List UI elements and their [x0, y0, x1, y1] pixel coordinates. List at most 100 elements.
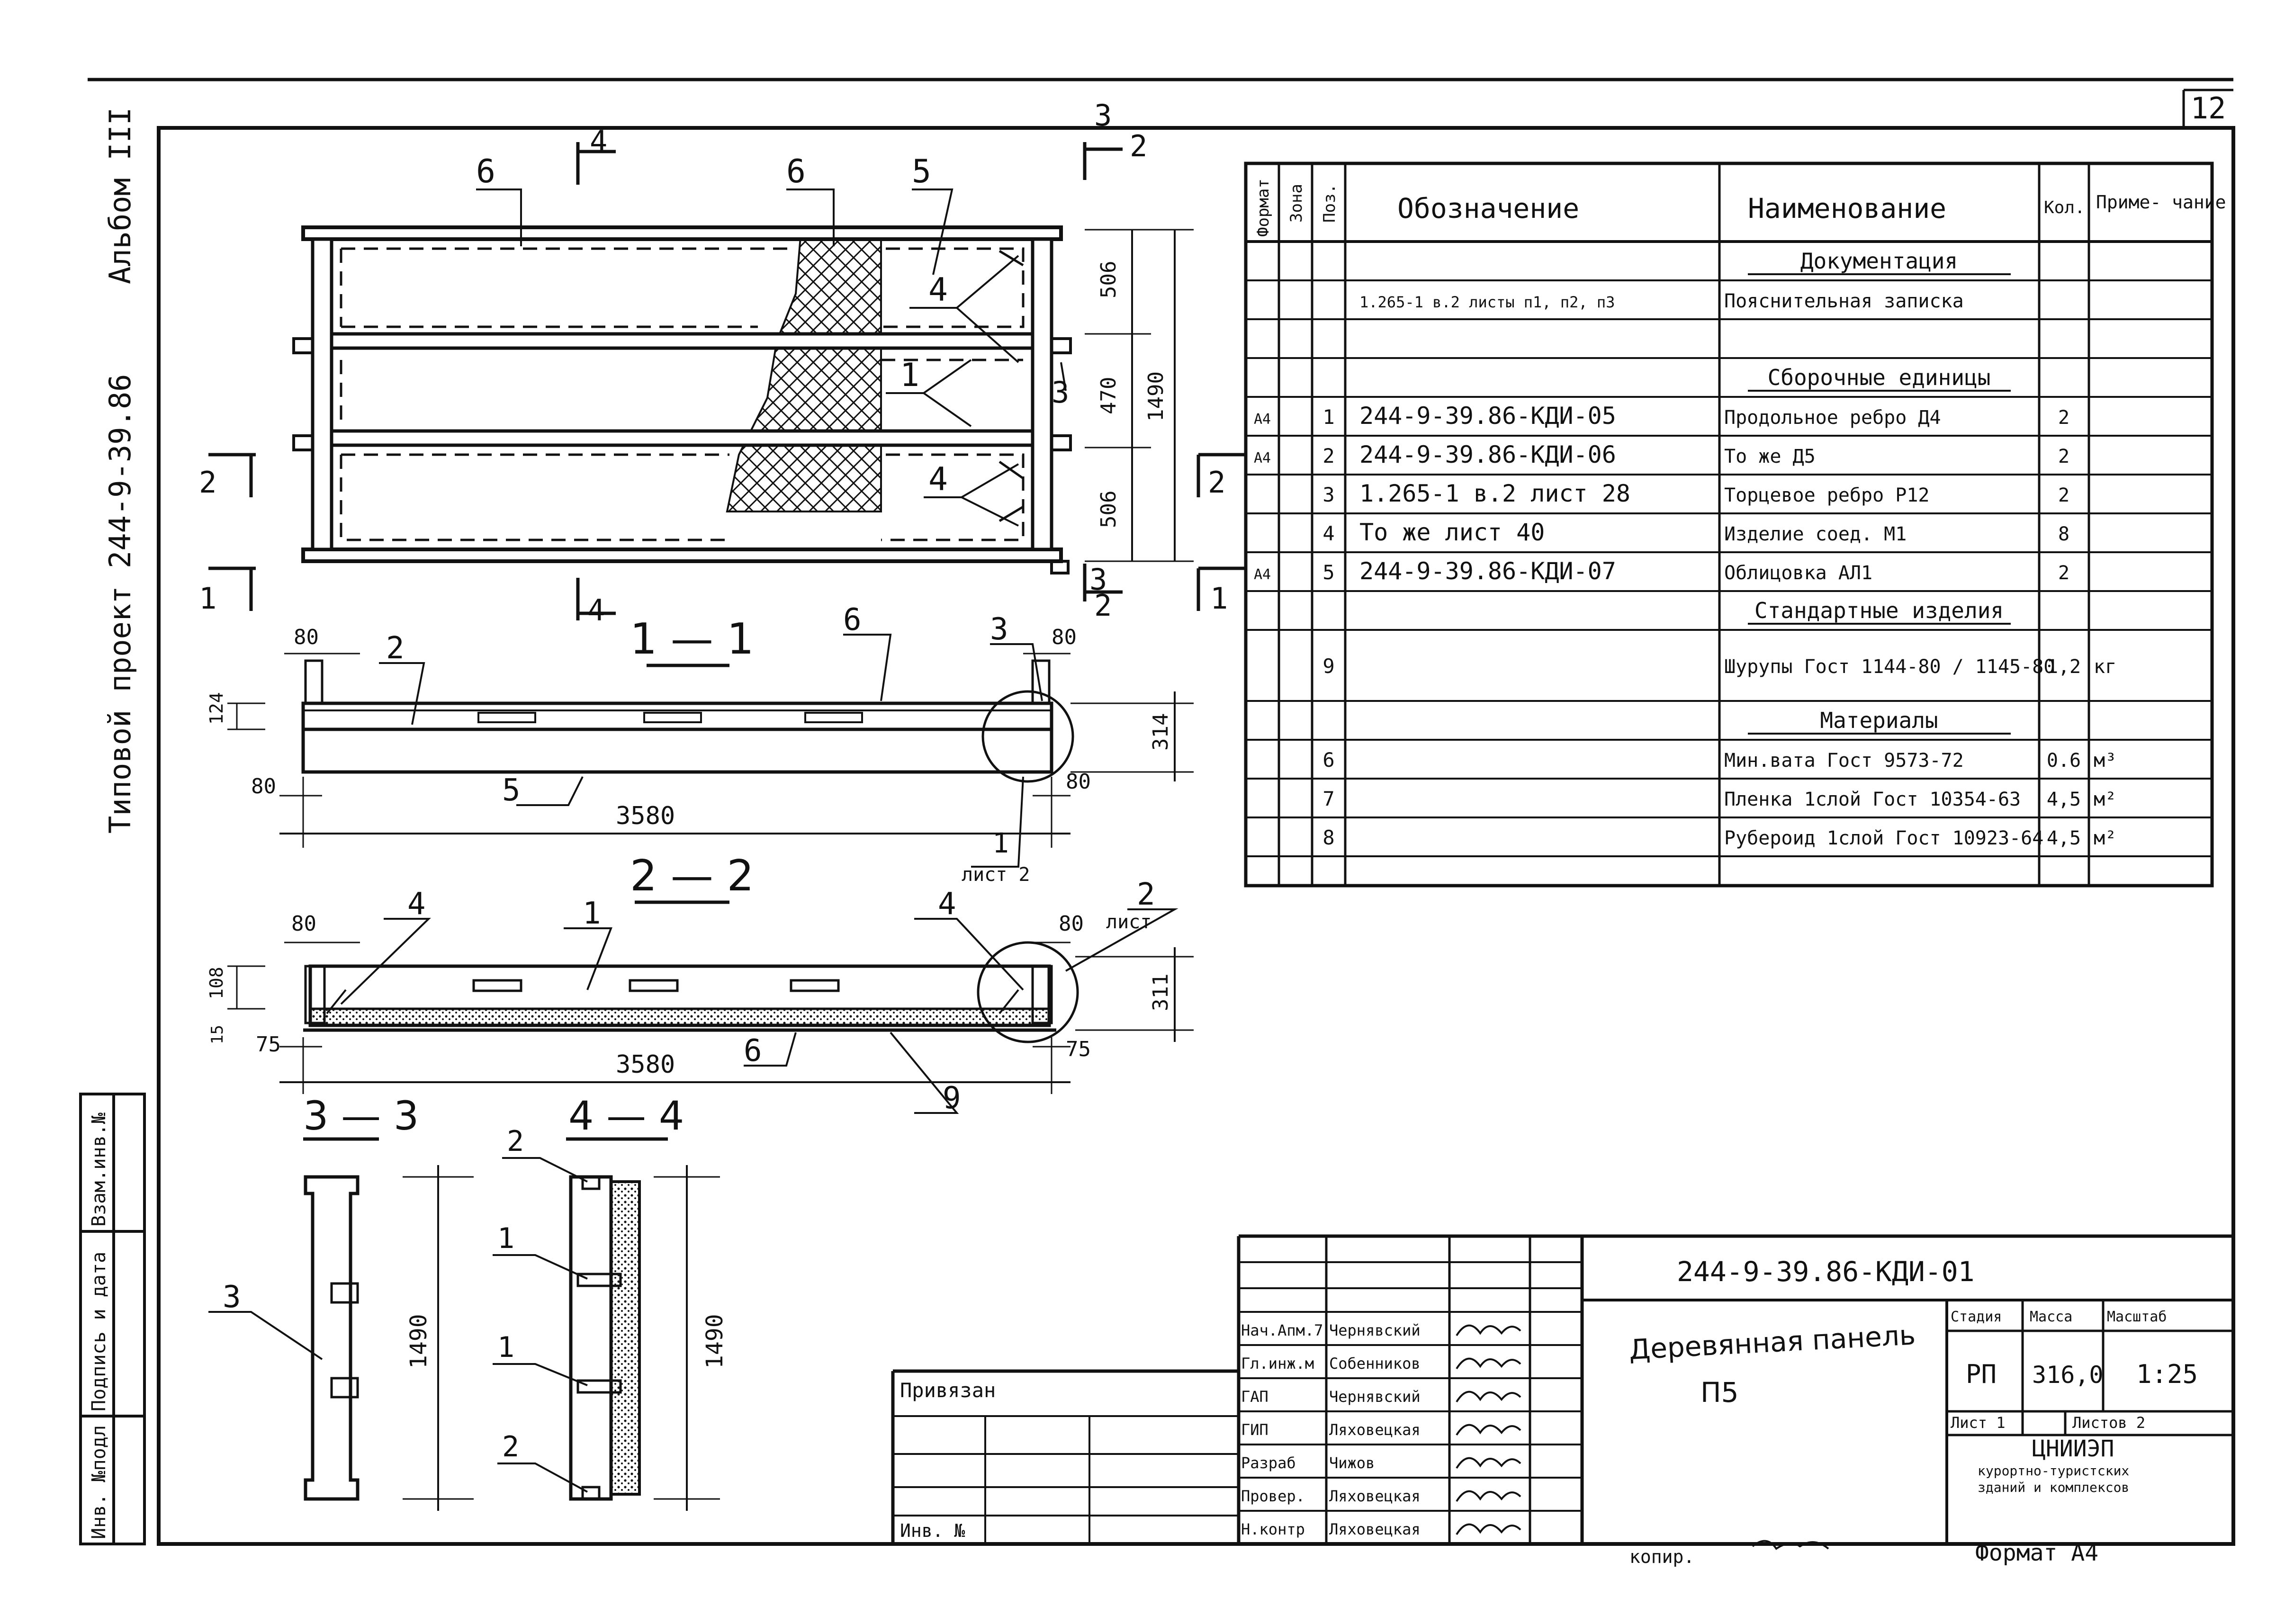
tb-role: Провер.: [1241, 1487, 1305, 1505]
s44-dim-1490: 1490: [702, 1314, 728, 1369]
s11-dim-80c: 80: [251, 774, 276, 799]
plan-dim-506b: 506: [1097, 491, 1121, 528]
s11-dim-124: 124: [206, 692, 227, 725]
plan-callout-4a: 4: [928, 271, 948, 309]
cut-3-top: 3: [1094, 98, 1112, 133]
spec-cell-qty: 8: [2058, 523, 2069, 545]
org-line3: зданий и комплексов: [1978, 1480, 2129, 1495]
section-2-2-title: 2 — 2: [630, 851, 754, 901]
s11-dim-80d: 80: [1066, 770, 1091, 794]
s11-callout-3: 3: [990, 612, 1008, 647]
tb-role: ГАП: [1241, 1388, 1268, 1406]
s44-callout-1a: 1: [497, 1222, 514, 1255]
plan-callout-6b: 6: [786, 153, 806, 190]
sheet-number: 12: [2191, 91, 2226, 126]
spec-cell-pos: 2: [1322, 444, 1334, 467]
spec-cell-name: Рубероид 1слой Гост 10923-64: [1724, 827, 2043, 849]
s22-dim-108: 108: [206, 967, 227, 999]
spec-header-qty: Кол.: [2044, 198, 2085, 217]
spec-cell-format: А4: [1254, 411, 1271, 428]
panel-plan-view: [208, 142, 1246, 620]
s22-dim-3580: 3580: [616, 1050, 675, 1079]
inv-number-label: Инв. №: [900, 1520, 965, 1541]
tb-role: Н.контр: [1241, 1520, 1305, 1538]
plan-dim-1490: 1490: [1144, 371, 1168, 422]
s22-dim-311: 311: [1149, 974, 1173, 1011]
cut-2-right: 2: [1208, 465, 1225, 500]
cut-4-top: 4: [590, 124, 607, 159]
tb-name: Собенников: [1329, 1355, 1421, 1373]
album-label: Альбом III: [103, 108, 137, 284]
spec-section-heading: Материалы: [1820, 708, 1938, 733]
scale-value: 1:25: [2136, 1359, 2198, 1389]
spec-header-zone: Зона: [1287, 184, 1306, 223]
stage-value: РП: [1966, 1359, 1997, 1389]
spec-cell-qty: 0.6: [2047, 750, 2081, 772]
spec-cell-designation: 244-9-39.86-КДИ-07: [1359, 557, 1616, 585]
plan-dim-506a: 506: [1097, 261, 1121, 298]
scale-header: Масштаб: [2107, 1309, 2167, 1325]
spec-cell-qty: 4,5: [2047, 789, 2081, 810]
spec-cell-note: м²: [2094, 827, 2116, 849]
spec-header-designation: Обозначение: [1397, 192, 1579, 224]
stamp-inv-label: Инв. №подл: [88, 1425, 110, 1539]
spec-cell-pos: 5: [1322, 561, 1334, 584]
spec-cell-pos: 6: [1322, 748, 1334, 772]
s22-dim-15: 15: [208, 1025, 227, 1044]
tb-role: ГИП: [1241, 1421, 1268, 1439]
plan-labels: 6 6 5 4 1 4 3 506 470 506 1490 4 4 3 2 3…: [199, 98, 1228, 628]
tb-name: Ляховецкая: [1329, 1520, 1421, 1538]
s22-callout-6: 6: [744, 1033, 762, 1068]
spec-section-heading: Стандартные изделия: [1754, 598, 2004, 623]
spec-cell-note: м²: [2094, 789, 2116, 810]
mass-header: Масса: [2030, 1309, 2072, 1325]
spec-cell-name: Торцевое ребро Р12: [1724, 485, 1929, 506]
s11-callout-6: 6: [843, 602, 862, 637]
copy-signature: [1752, 1540, 1829, 1550]
spec-cell-pos: 1: [1322, 405, 1334, 429]
s22-dim-80a: 80: [291, 912, 316, 936]
spec-cell-name: Продольное ребро Д4: [1724, 407, 1941, 429]
spec-cell-qty: 2: [2058, 407, 2069, 429]
tb-name: Чижов: [1329, 1454, 1375, 1472]
title-block-grid: [891, 1234, 2233, 1544]
signature: [1456, 1357, 1521, 1370]
spec-cell-designation: То же лист 40: [1359, 519, 1545, 546]
bound-label: Привязан: [900, 1379, 996, 1402]
spec-cell-qty: 1,2: [2047, 656, 2081, 678]
signature: [1456, 1391, 1521, 1403]
spec-cell-name: Облицовка АЛ1: [1724, 562, 1872, 584]
section-3-3-labels: 3 — 3 3 1490: [223, 1093, 432, 1369]
s11-callout-2: 2: [386, 631, 405, 666]
spec-cell-qty: 2: [2058, 446, 2069, 467]
spec-cell-name: Пленка 1слой Гост 10354-63: [1724, 789, 2021, 810]
spec-table-grid: [1244, 162, 2214, 888]
left-stamp: [79, 1093, 146, 1545]
cut-4-bottom: 4: [587, 593, 605, 628]
spec-cell-name: Мин.вата Гост 9573-72: [1724, 750, 1964, 772]
plan-callout-4b: 4: [928, 461, 948, 498]
spec-cell-format: А4: [1254, 450, 1271, 467]
insulation-crosshatch: [726, 236, 882, 512]
signature: [1456, 1523, 1521, 1535]
signature: [1456, 1457, 1521, 1469]
s33-callout-3: 3: [223, 1280, 241, 1315]
section-4-4-title: 4 — 4: [568, 1093, 684, 1139]
spec-cell-pos: 8: [1322, 826, 1334, 849]
s22-dim-75b: 75: [1066, 1037, 1091, 1061]
s11-dim-3580: 3580: [616, 802, 675, 830]
s22-callout-2-sheet: лист: [1106, 911, 1151, 933]
cut-2-bottom: 2: [1094, 588, 1112, 623]
tb-name: Ляховецкая: [1329, 1487, 1421, 1505]
tb-role: Нач.Апм.7: [1241, 1321, 1323, 1339]
spec-header-format: Формат: [1254, 179, 1273, 237]
section-4-4-labels: 4 — 4 2 1 1 2 1490: [497, 1093, 728, 1463]
spec-cell-name: Пояснительная записка: [1724, 290, 1964, 312]
plan-callout-6a: 6: [476, 153, 495, 190]
spec-cell-pos: 9: [1322, 655, 1334, 678]
cut-2-left: 2: [199, 465, 216, 500]
s22-dim-80b: 80: [1059, 912, 1084, 936]
stamp-sign-label: Подпись и дата: [88, 1252, 110, 1411]
